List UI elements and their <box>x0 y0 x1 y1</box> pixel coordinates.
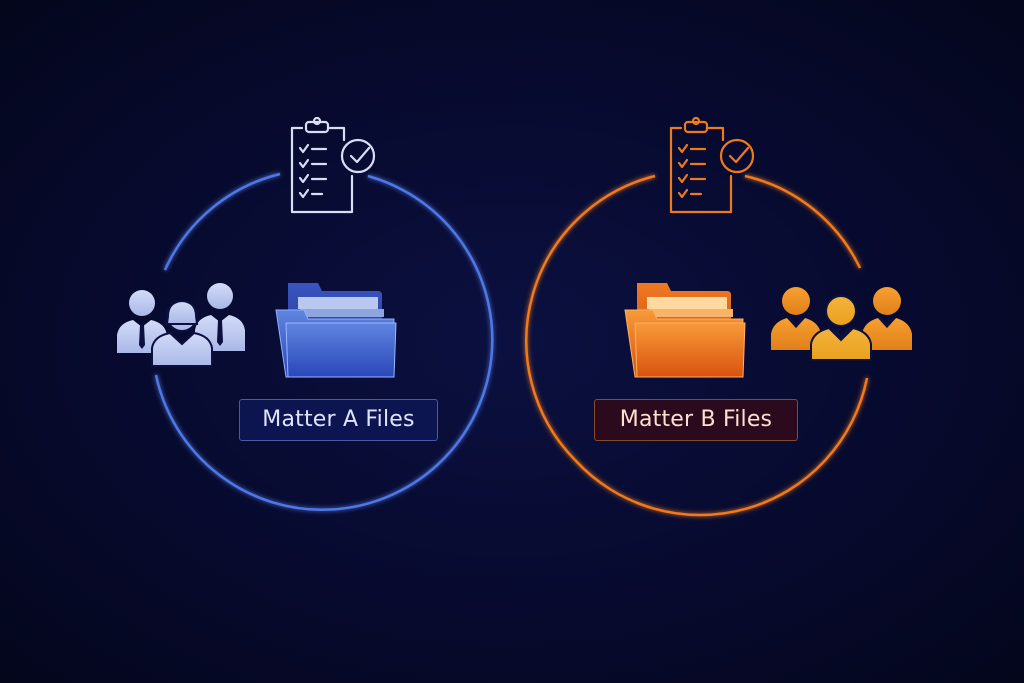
team-icon <box>771 287 912 361</box>
matter-a-boundary <box>154 172 494 511</box>
team-icon <box>117 283 245 367</box>
folder-icon <box>275 283 397 378</box>
checklist-icon <box>669 116 755 214</box>
matter-b-label: Matter B Files <box>594 399 798 441</box>
matter-a-label: Matter A Files <box>239 399 438 441</box>
matter-b-boundary <box>525 174 869 517</box>
checklist-icon <box>290 116 376 214</box>
folder-icon <box>624 283 746 378</box>
